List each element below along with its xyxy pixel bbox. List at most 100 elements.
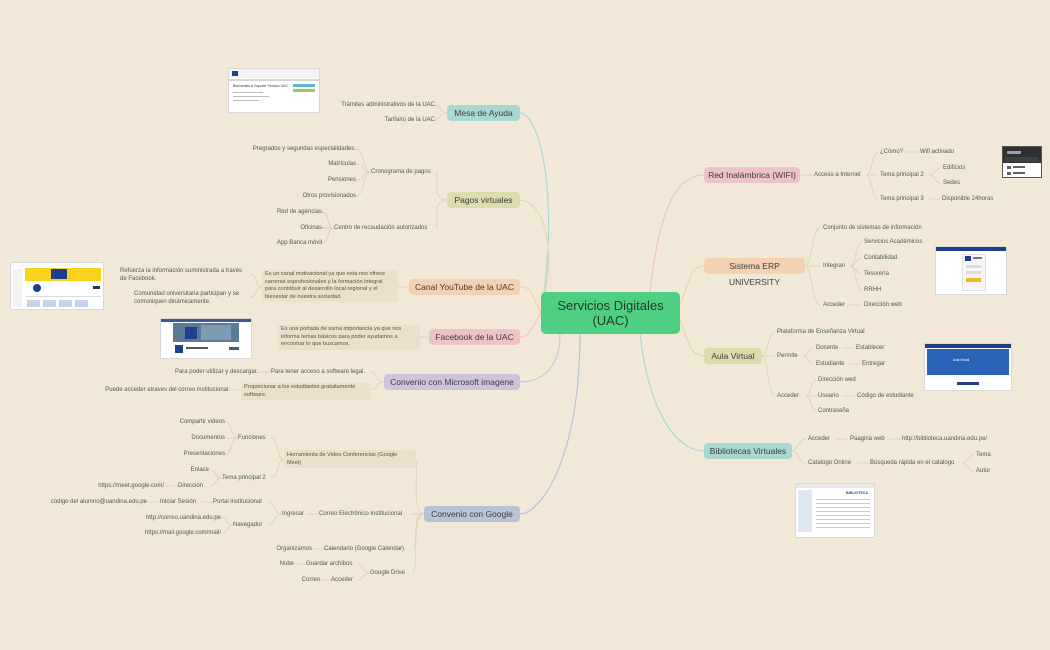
node-organizamos[interactable]: Organizamos (276, 546, 312, 552)
node-usuario[interactable]: Usuario (818, 393, 839, 399)
node-tarifario[interactable]: Tarifario de la UAC (384, 117, 435, 123)
node-google-acceder[interactable]: Acceder (331, 577, 354, 583)
central-topic[interactable]: Servicios Digitales (UAC) (541, 292, 680, 334)
node-plataforma[interactable]: Plataforma de Enseñanza Virtual (777, 329, 865, 335)
node-facebook-desc[interactable]: Es una portada de suma importancia ya qu… (278, 325, 420, 350)
node-entregar[interactable]: Entregar (862, 361, 886, 367)
node-calendario[interactable]: Calendario (Google Calendar) (324, 546, 405, 552)
node-catalogo[interactable]: Catalogo Online (808, 460, 852, 466)
node-cronograma[interactable]: Cronograma de pagos (371, 169, 431, 175)
node-contrasena[interactable]: Contraseña (818, 408, 850, 414)
node-puede[interactable]: Puede acceder atraves del correo institu… (105, 387, 230, 393)
node-nube[interactable]: Nube (279, 561, 294, 567)
node-oficinas[interactable]: Oficinas (300, 225, 322, 231)
topic-bibliotecas[interactable]: Bibliotecas Virtuales (704, 443, 792, 459)
topic-google[interactable]: Convenio con Google (424, 506, 520, 522)
topic-facebook[interactable]: Facebook de la UAC (429, 329, 520, 345)
node-codigo-estudiante[interactable]: Código de estudiante (857, 393, 914, 399)
node-biblio-url[interactable]: http://biblioteca.uandina.edu.pe/ (902, 436, 988, 442)
node-pregrados[interactable]: Pregrados y segundas especialidades. (252, 146, 356, 152)
node-tesoreria[interactable]: Tesorería (864, 271, 890, 277)
node-navegador[interactable]: Navegador (233, 522, 263, 528)
topic-canal-youtube[interactable]: Canal YouTube de la UAC (409, 279, 520, 295)
node-wifi-tema3[interactable]: Tema principal 3 (880, 196, 924, 202)
thumbnail-biblioteca[interactable]: BIBLIOTECA (795, 483, 875, 538)
node-pensiones[interactable]: Pensiones (327, 177, 356, 183)
node-biblio-acceder[interactable]: Acceder (808, 436, 831, 442)
node-guardar[interactable]: Guardar archibos (306, 561, 353, 567)
thumbnail-youtube[interactable] (10, 262, 104, 310)
node-busqueda[interactable]: Búsqueda rápida en el catalogo (870, 460, 955, 466)
node-correo-inst[interactable]: Correo Electrónico Institucional (319, 511, 403, 517)
node-conjunto[interactable]: Conjunto de sistemas de información (823, 225, 922, 231)
node-proporcionar[interactable]: Proporcionar a los estudiantes gratuitam… (241, 383, 371, 400)
node-documentos[interactable]: Documentos (191, 435, 225, 441)
node-acceso-internet[interactable]: Acceso a Internet (814, 172, 861, 178)
node-erp-direccion[interactable]: Dirección web (864, 302, 902, 308)
thumbnail-aula-virtual[interactable]: Aula Virtual (924, 343, 1012, 391)
node-sedes[interactable]: Sedes (943, 180, 961, 186)
node-contabilidad[interactable]: Contabilidad (864, 255, 898, 261)
node-compartir[interactable]: Compartir videos (179, 419, 225, 425)
node-servicios[interactable]: Servicios Académicos (864, 239, 923, 245)
node-docente[interactable]: Docente (816, 345, 839, 351)
node-aula-acceder[interactable]: Acceder (777, 393, 800, 399)
node-codigo-alumno[interactable]: código del alumno@uandina.edu.pe (50, 499, 147, 505)
node-tema[interactable]: Tema (976, 452, 991, 458)
topic-wifi[interactable]: Red Inalámbrica (WIFI) (704, 167, 800, 183)
node-wifi-tema2[interactable]: Tema principal 2 (880, 172, 924, 178)
thumbnail-facebook[interactable] (160, 318, 252, 359)
node-refuerza[interactable]: Refuerza la información suministrada a t… (120, 268, 243, 282)
erp-logo-icon (965, 256, 971, 261)
node-correo-url[interactable]: http://correo.uandina.edu.pe (145, 515, 221, 521)
node-pagina-web[interactable]: Paagina web (850, 436, 885, 442)
node-red-agencias[interactable]: Red de agencias (276, 209, 322, 215)
node-tramites[interactable]: Trámites administrativos de la UAC (341, 102, 435, 108)
node-para-poder[interactable]: Para poder utilizar y descargar. (174, 369, 258, 375)
node-establecer[interactable]: Establecer (856, 345, 885, 351)
node-para-tener[interactable]: Para tener acceso a software legal. (271, 369, 366, 375)
node-portal[interactable]: Portal institucional (213, 499, 262, 505)
node-meet-url[interactable]: https://meet.google.com/ (98, 483, 164, 489)
node-edificios[interactable]: Edificios (943, 165, 966, 171)
node-aula-direccion[interactable]: Dirección wed (818, 377, 856, 383)
topic-mesa-de-ayuda[interactable]: Mesa de Ayuda (447, 105, 520, 121)
node-direccion[interactable]: Dirección (178, 483, 204, 489)
node-iniciar[interactable]: Iniciar Sesión (160, 499, 197, 505)
node-presentaciones[interactable]: Presentaciones (183, 451, 225, 457)
thumbnail-mesa-ayuda[interactable]: Bienvenido a Soporte Técnico UAC (228, 68, 320, 113)
node-drive[interactable]: Google Drive (370, 570, 406, 576)
node-otros[interactable]: Otros provisionados (302, 193, 356, 199)
node-estudiante[interactable]: Estudiante (816, 361, 845, 367)
node-disponible[interactable]: Disponible 24horas (942, 196, 994, 202)
node-herramienta[interactable]: Herramienta de Video Conferencias (Googl… (284, 450, 416, 468)
node-matriculas[interactable]: Matrículas (328, 161, 356, 167)
node-permite[interactable]: Permite (777, 353, 798, 359)
topic-pagos-virtuales[interactable]: Pagos virtuales (447, 192, 520, 208)
topic-aula-virtual[interactable]: Aula Virtual (704, 348, 762, 364)
node-wifi-activado[interactable]: Wifi activado (920, 149, 955, 155)
node-integran[interactable]: Integran (823, 263, 846, 269)
node-app[interactable]: App Banca móvil (276, 240, 322, 246)
node-google-tema2[interactable]: Tema principal 2 (222, 475, 266, 481)
topic-microsoft[interactable]: Convenio con Microsoft imagene (384, 374, 520, 390)
node-como[interactable]: ¿Cómo? (880, 149, 904, 155)
node-autor[interactable]: Autor (976, 468, 991, 474)
node-correo[interactable]: Correo (301, 577, 320, 583)
node-comunidad[interactable]: Comunidad universitaria participan y se … (134, 291, 240, 305)
link-mesa (519, 112, 550, 314)
node-centro[interactable]: Centro de recaudación autorizados (334, 225, 428, 231)
node-funciones[interactable]: Funciones (238, 435, 266, 441)
node-rrhh[interactable]: RRHH (864, 287, 882, 293)
link-facebook (519, 312, 542, 338)
node-enlace[interactable]: Enlace (190, 467, 209, 473)
node-youtube-desc[interactable]: Es un canal motivacional ya que esta nos… (262, 270, 398, 302)
link-pagos (519, 199, 550, 314)
node-erp-acceder[interactable]: Acceder (823, 302, 846, 308)
node-mail-url[interactable]: https://mail.google.com/mail/ (144, 530, 221, 536)
thumbnail-wifi[interactable] (1002, 146, 1042, 178)
topic-erp[interactable]: Sistema ERP UNIVERSITY (704, 258, 805, 287)
node-ingresar[interactable]: Ingresar (282, 511, 305, 517)
thumbnail-erp[interactable] (935, 246, 1007, 295)
